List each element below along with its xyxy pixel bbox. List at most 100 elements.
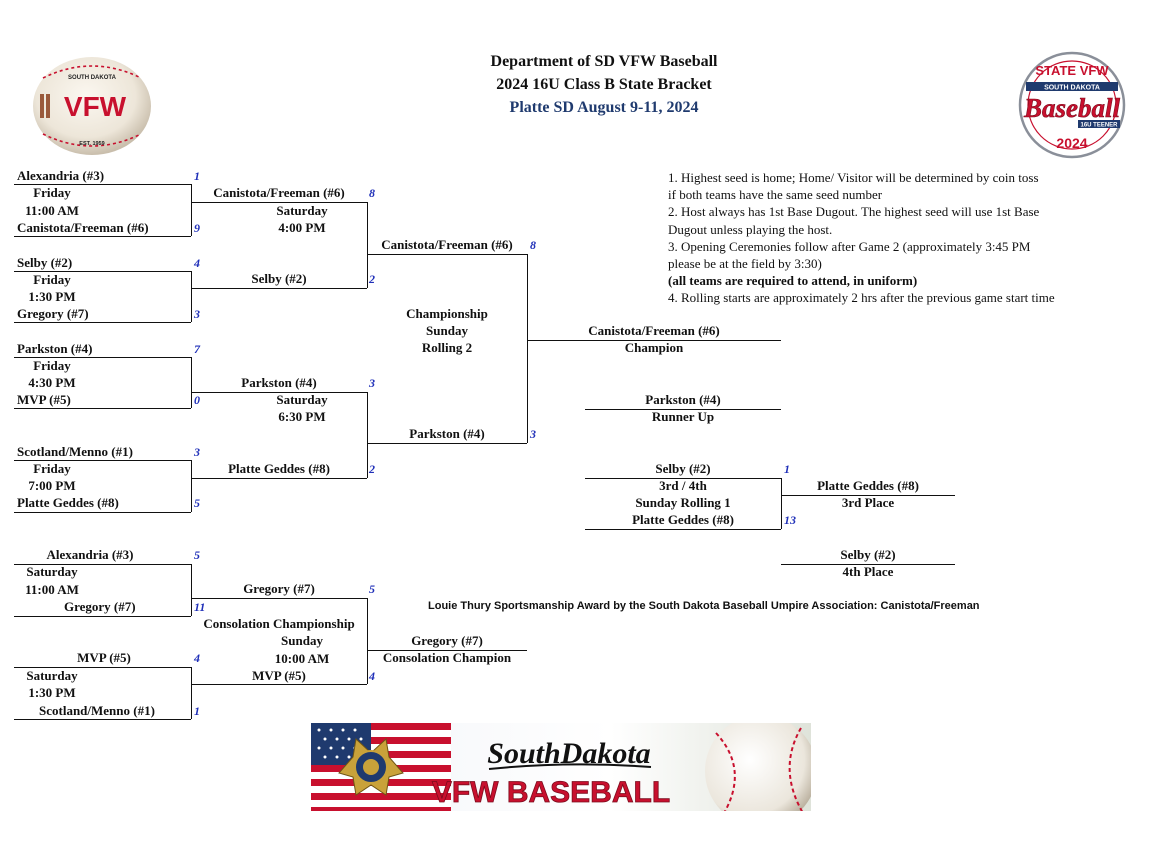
logo-est-text: EST. 1959 bbox=[79, 141, 104, 147]
r2-g2-day: Saturday bbox=[276, 392, 328, 407]
r1-g3-top-line bbox=[14, 357, 191, 358]
r1-g2-day: Friday bbox=[33, 272, 71, 287]
r2-g1-top-line bbox=[191, 202, 367, 203]
cons-g1-day: Saturday bbox=[26, 564, 78, 579]
third-bottom-score: 13 bbox=[784, 513, 796, 527]
r1-g4-time: 7:00 PM bbox=[28, 478, 76, 493]
r1-g1-bottom-score: 9 bbox=[194, 221, 200, 235]
r1-g1-day: Friday bbox=[33, 185, 71, 200]
r2-g1-day: Saturday bbox=[276, 203, 328, 218]
logo-arc-text: STATE VFW bbox=[1035, 63, 1109, 78]
final-bottom-score: 3 bbox=[530, 427, 536, 441]
r2-g1-top-score: 8 bbox=[369, 186, 375, 200]
r2-g2-top-team: Parkston (#4) bbox=[241, 375, 317, 390]
note-line-8: 4. Rolling starts are approximately 2 hr… bbox=[668, 290, 1055, 306]
r1-g3-time: 4:30 PM bbox=[28, 375, 76, 390]
r2-g1-time: 4:00 PM bbox=[278, 220, 326, 235]
cons-final-top-team: Gregory (#7) bbox=[243, 581, 315, 596]
r1-g3-top-team: Parkston (#4) bbox=[17, 341, 93, 356]
logo-top-text: SOUTH DAKOTA bbox=[68, 75, 117, 81]
third-top-score: 1 bbox=[784, 462, 790, 476]
note-line-3: 2. Host always has 1st Base Dugout. The … bbox=[668, 204, 1040, 220]
third-bottom-line bbox=[585, 529, 781, 530]
note-line-5: 3. Opening Ceremonies follow after Game … bbox=[668, 238, 1031, 254]
r1-g3-bottom-team: MVP (#5) bbox=[17, 392, 71, 407]
r1-g1-top-score: 1 bbox=[194, 169, 200, 183]
cons-g1-bottom-line bbox=[14, 616, 191, 617]
sportsmanship-award: Louie Thury Sportsmanship Award by the S… bbox=[428, 600, 980, 612]
r2-g1-bottom-team: Selby (#2) bbox=[251, 271, 307, 286]
final-top-team: Canistota/Freeman (#6) bbox=[381, 237, 513, 252]
r1-g3-connector bbox=[191, 357, 192, 408]
r2-g2-bottom-score: 2 bbox=[369, 462, 375, 476]
cons-g2-time: 1:30 PM bbox=[28, 685, 76, 700]
final-connector bbox=[527, 254, 528, 443]
cons-g1-time: 11:00 AM bbox=[25, 582, 79, 597]
cons-final-top-score: 5 bbox=[369, 582, 375, 596]
banner-main-text: VFW BASEBALL bbox=[432, 776, 670, 809]
champion-line bbox=[527, 340, 781, 341]
cons-g2-day: Saturday bbox=[26, 668, 78, 683]
cons-g2-bottom-team: Scotland/Menno (#1) bbox=[39, 703, 155, 718]
fourth-place-line bbox=[781, 564, 955, 565]
r1-g4-top-line bbox=[14, 460, 191, 461]
logo-main-text: VFW bbox=[64, 91, 127, 122]
final-bottom-team: Parkston (#4) bbox=[409, 426, 485, 441]
logo-tag-text: 16U TEENER bbox=[1080, 123, 1118, 129]
cons-g2-bottom-line bbox=[14, 719, 191, 720]
state-vfw-baseball-logo: STATE VFW SOUTH DAKOTA Baseball 16U TEEN… bbox=[1018, 51, 1126, 159]
fourth-place-team: Selby (#2) bbox=[840, 547, 896, 562]
logo-year-text: 2024 bbox=[1056, 135, 1087, 151]
runner-up-line bbox=[585, 409, 781, 410]
logo-baseball-text: Baseball bbox=[1023, 93, 1121, 123]
runner-up-team: Parkston (#4) bbox=[645, 392, 721, 407]
final-label: Championship bbox=[406, 306, 488, 321]
rules-notes: 1. Highest seed is home; Home/ Visitor w… bbox=[668, 169, 1138, 307]
final-top-score: 8 bbox=[530, 238, 536, 252]
runner-up-label: Runner Up bbox=[651, 409, 715, 424]
r2-g2-top-line bbox=[191, 392, 367, 393]
fourth-place-label: 4th Place bbox=[842, 564, 894, 579]
r2-g2-time: 6:30 PM bbox=[278, 409, 326, 424]
cons-champion-label: Consolation Champion bbox=[382, 650, 512, 665]
r1-g3-top-score: 7 bbox=[194, 342, 200, 356]
cons-g2-top-team: MVP (#5) bbox=[77, 650, 131, 665]
champion-label: Champion bbox=[624, 340, 684, 355]
cons-g2-connector bbox=[191, 667, 192, 719]
note-line-6: please be at the field by 3:30) bbox=[668, 256, 822, 272]
note-line-2: if both teams have the same seed number bbox=[668, 187, 883, 203]
r1-g3-bottom-score: 0 bbox=[194, 393, 200, 407]
cons-final-bottom-score: 4 bbox=[369, 669, 375, 683]
r2-g2-bottom-line bbox=[191, 478, 367, 479]
cons-final-bottom-line bbox=[191, 684, 367, 685]
third-place-team: Platte Geddes (#8) bbox=[817, 478, 919, 493]
third-bottom-team: Platte Geddes (#8) bbox=[632, 512, 734, 527]
r1-g3-day: Friday bbox=[33, 358, 71, 373]
cons-g1-bottom-team: Gregory (#7) bbox=[64, 599, 136, 614]
r1-g2-connector bbox=[191, 271, 192, 322]
r1-g1-time: 11:00 AM bbox=[25, 203, 79, 218]
cons-champion-line bbox=[367, 650, 527, 651]
r2-g1-bottom-line bbox=[191, 288, 367, 289]
r2-g2-top-score: 3 bbox=[369, 376, 375, 390]
r1-g4-top-team: Scotland/Menno (#1) bbox=[17, 444, 133, 459]
cons-g1-top-team: Alexandria (#3) bbox=[46, 547, 134, 562]
third-top-team: Selby (#2) bbox=[655, 461, 711, 476]
note-line-4: Dugout unless playing the host. bbox=[668, 221, 833, 237]
champion-team: Canistota/Freeman (#6) bbox=[588, 323, 720, 338]
r1-g1-bottom-line bbox=[14, 236, 191, 237]
cons-final-day: Sunday bbox=[281, 633, 323, 648]
r1-g2-top-team: Selby (#2) bbox=[17, 255, 73, 270]
final-time: Rolling 2 bbox=[421, 340, 473, 355]
cons-champion-team: Gregory (#7) bbox=[411, 633, 483, 648]
r1-g2-bottom-team: Gregory (#7) bbox=[17, 306, 89, 321]
note-line-7: (all teams are required to attend, in un… bbox=[668, 273, 918, 289]
final-day: Sunday bbox=[426, 323, 468, 338]
cons-g1-top-score: 5 bbox=[194, 548, 200, 562]
header-title: Department of SD VFW Baseball bbox=[490, 53, 718, 70]
cons-g1-connector bbox=[191, 564, 192, 616]
logo-state-text: SOUTH DAKOTA bbox=[1044, 85, 1100, 92]
cons-g2-top-line bbox=[14, 667, 191, 668]
r1-g4-day: Friday bbox=[33, 461, 71, 476]
third-connector bbox=[781, 478, 782, 529]
